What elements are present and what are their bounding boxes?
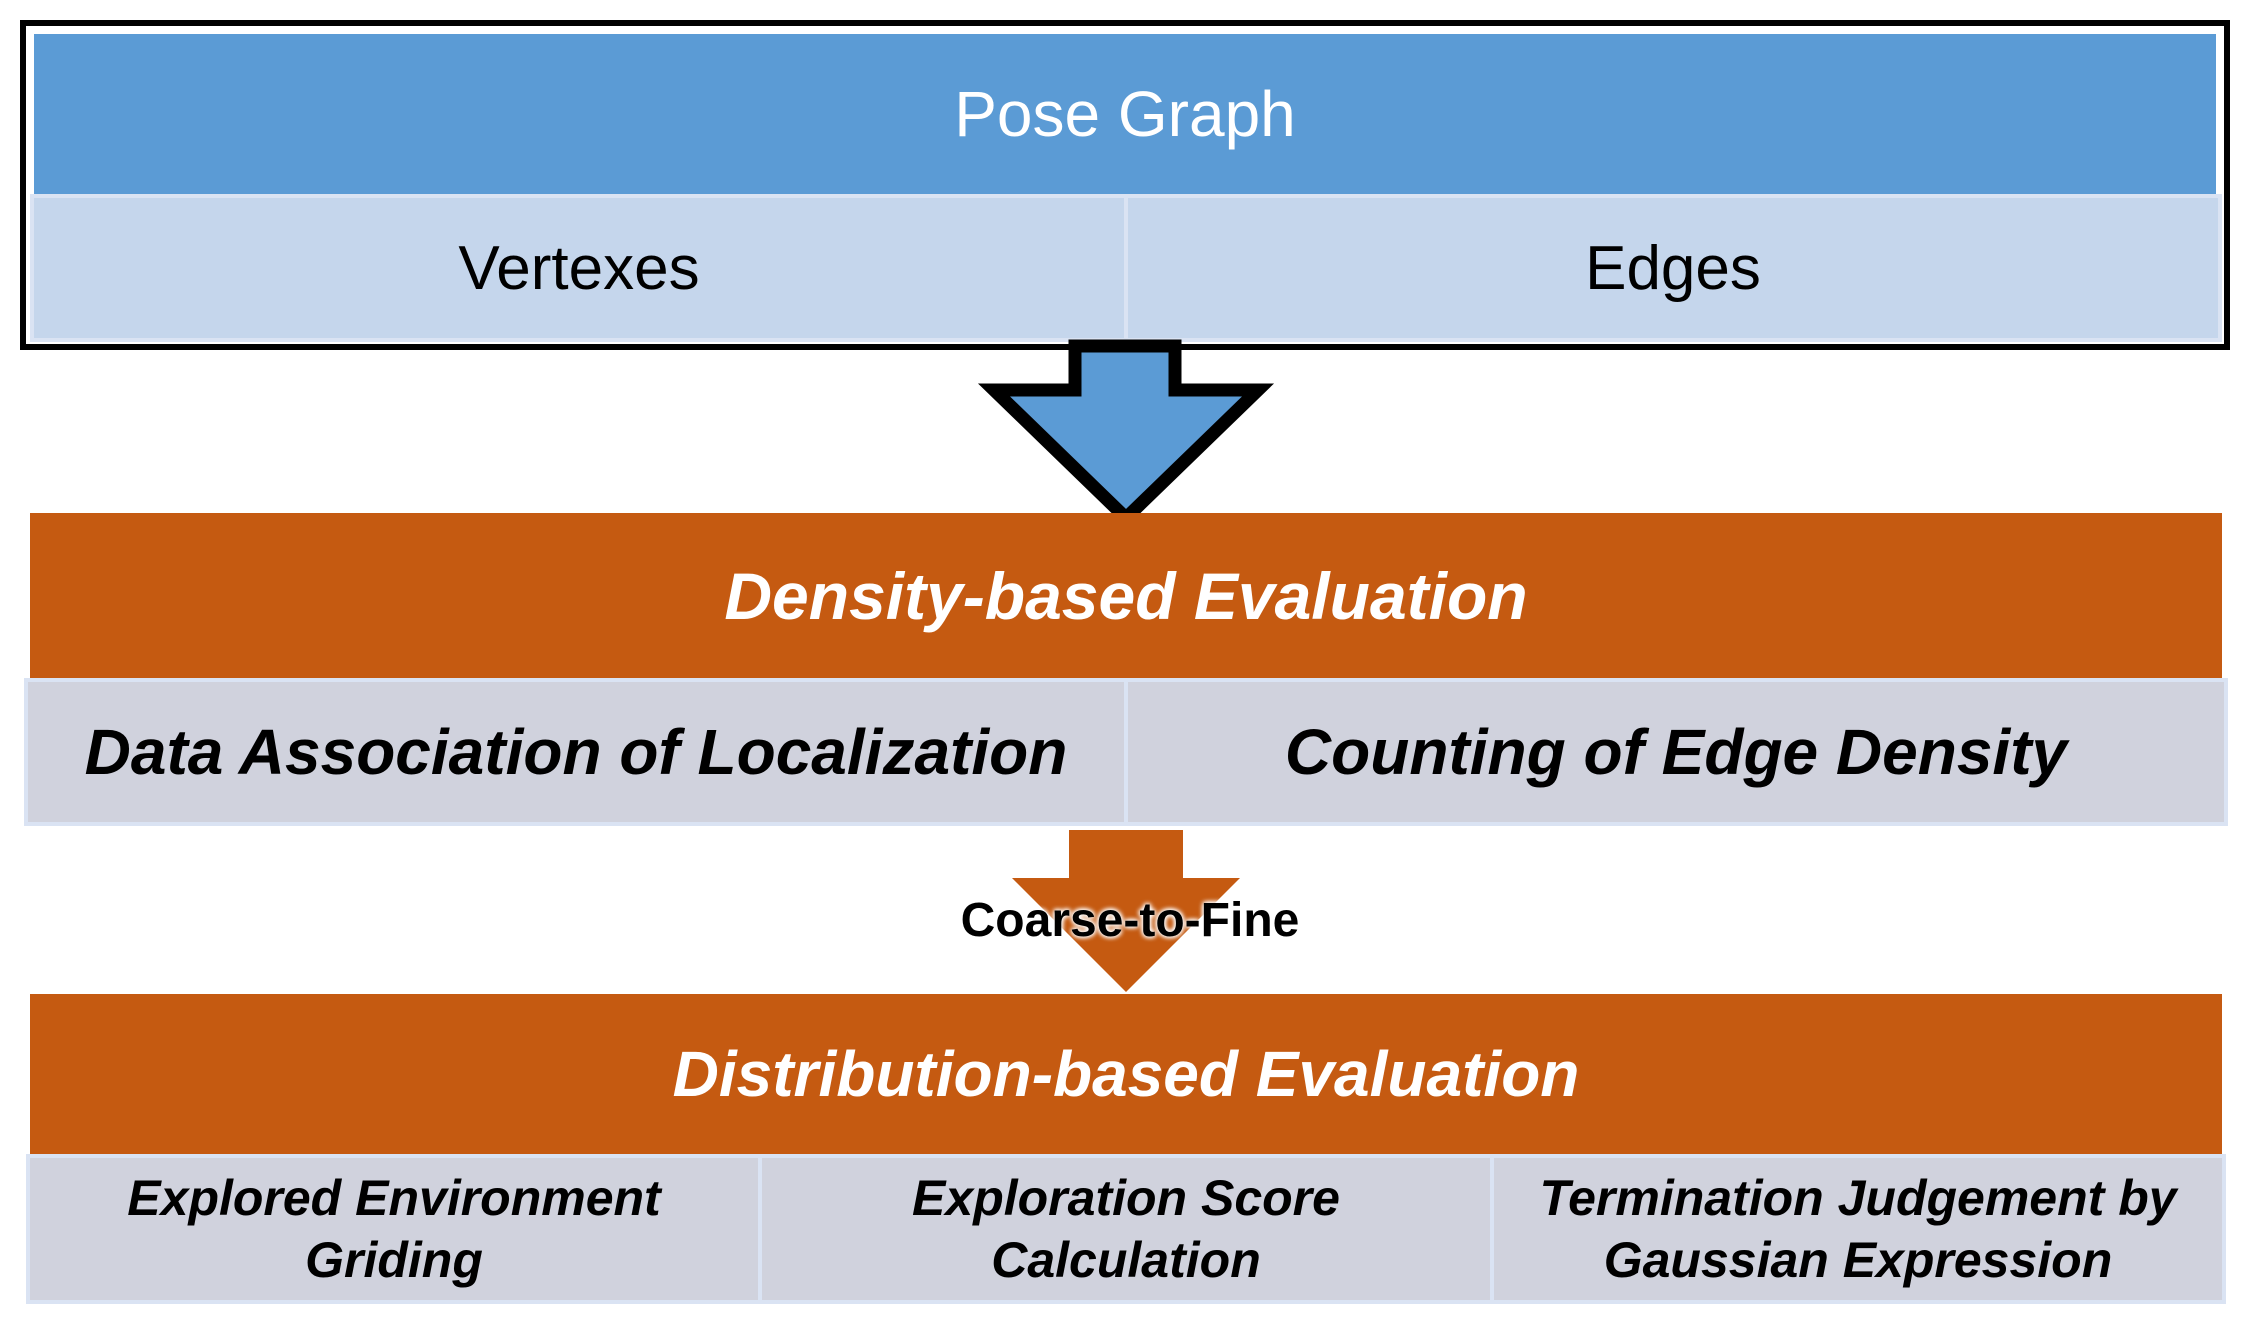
coarse-to-fine-label: Coarse-to-Fine	[960, 893, 1300, 947]
density-evaluation-title: Density-based Evaluation	[30, 513, 2222, 678]
termination-judgement-cell: Termination Judgement by Gaussian Expres…	[1490, 1154, 2226, 1304]
data-association-cell: Data Association of Localization	[24, 678, 1128, 826]
pose-graph-title: Pose Graph	[34, 34, 2216, 194]
distribution-evaluation-title: Distribution-based Evaluation	[30, 994, 2222, 1154]
orange-down-arrow	[1012, 830, 1240, 992]
edge-density-cell: Counting of Edge Density	[1124, 678, 2228, 826]
environment-griding-cell: Explored Environment Griding	[26, 1154, 762, 1304]
blue-down-arrow	[977, 339, 1275, 528]
edges-cell: Edges	[1124, 194, 2222, 342]
exploration-score-cell: Exploration Score Calculation	[758, 1154, 1494, 1304]
